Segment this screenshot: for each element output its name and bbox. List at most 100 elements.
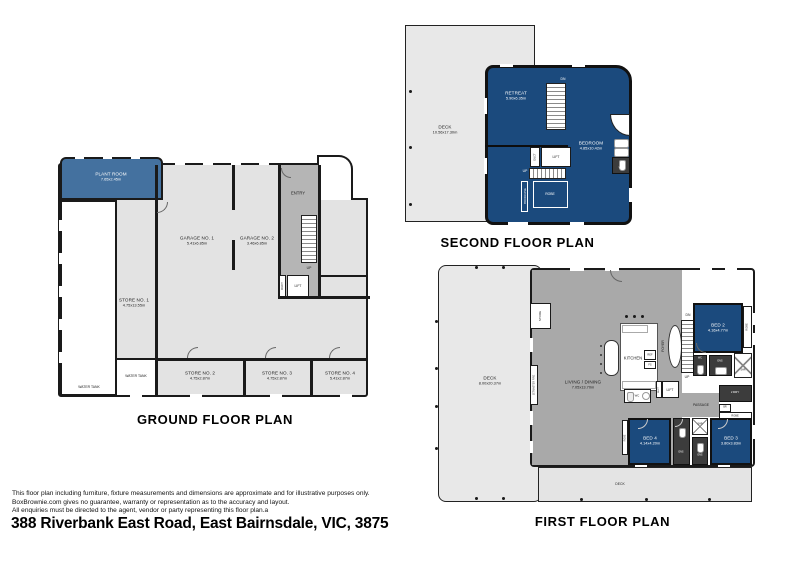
post-dot xyxy=(435,367,438,370)
window-tick xyxy=(59,253,62,264)
wall xyxy=(318,165,321,298)
ens-label: ENS xyxy=(678,450,684,454)
second-stairs-up xyxy=(529,168,566,179)
robe-label: ROBE xyxy=(745,323,749,331)
wall xyxy=(155,165,158,358)
up-label: UP xyxy=(306,265,312,270)
property-address: 388 Riverbank East Road, East Bairnsdale… xyxy=(11,515,389,532)
fs-label: FS xyxy=(648,363,652,367)
water-tank-column-label: WATER TANK xyxy=(78,384,100,389)
store-label: STORE xyxy=(538,310,542,322)
toilet-icon xyxy=(627,392,634,402)
window-tick xyxy=(59,319,62,330)
post-dot xyxy=(645,498,648,501)
bed-2-shower xyxy=(734,353,752,378)
post-dot xyxy=(708,498,711,501)
living-dining-label: LIVING / DINING 7.05x13.70m xyxy=(564,379,602,390)
window-tick xyxy=(259,162,269,165)
window-tick xyxy=(340,394,352,397)
window-tick xyxy=(530,411,533,425)
stool-dot xyxy=(600,363,602,365)
post-dot xyxy=(409,90,412,93)
duct-label: DUCT xyxy=(280,282,284,290)
kitchen-island xyxy=(604,340,619,376)
first-floor-title: FIRST FLOOR PLAN xyxy=(534,514,671,529)
first-lift xyxy=(662,381,679,398)
garage-2-label: GARAGE NO. 2 3.46x6.85m xyxy=(239,235,275,246)
duct-label: DUCT xyxy=(658,386,660,394)
second-basin xyxy=(614,139,629,148)
window-tick xyxy=(231,162,241,165)
lift-label: LIFT xyxy=(552,154,560,159)
window-tick xyxy=(75,156,84,159)
wall xyxy=(318,275,368,277)
window-tick xyxy=(190,394,202,397)
robe-label: ROBE xyxy=(623,434,627,442)
ref-label: REF xyxy=(647,353,653,357)
wc-label: WC xyxy=(618,165,624,170)
bed-3-label: BED 3 3.80x3.83m xyxy=(720,435,742,446)
first-deck-bottom xyxy=(538,467,752,502)
first-deck xyxy=(438,265,542,502)
window-tick xyxy=(605,268,619,271)
kitchen-counter xyxy=(622,325,648,333)
window-tick xyxy=(508,222,528,225)
window-tick xyxy=(500,64,513,67)
wall xyxy=(232,240,235,270)
pendant-dot xyxy=(633,315,636,318)
window-tick xyxy=(752,333,755,345)
toilet-icon xyxy=(619,160,626,171)
fridge xyxy=(644,350,656,360)
wall xyxy=(278,296,370,299)
stool-dot xyxy=(600,345,602,347)
wc-label: WC xyxy=(698,356,702,360)
plant-room-label: PLANT ROOM 7.65x2.45m xyxy=(95,171,127,182)
shared-shower xyxy=(692,418,708,435)
wall xyxy=(310,358,313,397)
pendant-dot xyxy=(641,315,644,318)
ground-duct xyxy=(279,275,286,297)
disclaimer-line-3: All enquiries must be directed to the ag… xyxy=(12,507,269,515)
ens-label: ENS xyxy=(697,453,703,457)
br-room xyxy=(719,404,731,412)
retreat-label: RETREAT 5.90x6.35m xyxy=(505,90,527,101)
post-dot xyxy=(502,497,505,500)
window-tick xyxy=(752,313,755,325)
water-tank-room xyxy=(117,360,155,395)
window-tick xyxy=(530,338,533,352)
first-floor-plan: DECK 8.00x20.37m LIVING / DINING 7.05x13… xyxy=(430,253,780,543)
second-floor-title: SECOND FLOOR PLAN xyxy=(440,235,595,250)
window-tick xyxy=(203,162,213,165)
plant-room xyxy=(60,157,163,200)
bed-4-room xyxy=(628,418,671,465)
duct-label: DUCT xyxy=(533,153,537,161)
lift-label: LIFT xyxy=(294,283,302,288)
second-stairs-down xyxy=(546,83,566,130)
br-label: BR xyxy=(723,405,727,409)
ground-floor-plan: PLANT ROOM 7.65x2.45m WATER TANK GARAGE … xyxy=(55,150,375,440)
window-tick xyxy=(131,156,140,159)
basin-icon xyxy=(715,367,727,375)
entry-label: ENTRY xyxy=(290,190,306,196)
kitchen-counter xyxy=(622,381,656,389)
window-tick xyxy=(130,394,142,397)
wall xyxy=(115,358,368,361)
ens-label: ENS xyxy=(717,359,723,363)
toilet-icon xyxy=(679,428,686,438)
foyer-feature xyxy=(668,325,682,368)
window-tick xyxy=(59,220,62,231)
jetmaster-fire xyxy=(530,365,538,405)
disclaimer: This floor plan including furniture, fix… xyxy=(12,490,370,516)
bed-4-robe xyxy=(622,420,628,455)
ground-floor-title: GROUND FLOOR PLAN xyxy=(136,412,294,427)
post-dot xyxy=(435,320,438,323)
store-2-label: STORE NO. 2 4.75x2.87m xyxy=(184,370,216,381)
door-arc xyxy=(329,347,340,358)
first-duct xyxy=(656,381,662,398)
window-tick xyxy=(175,162,185,165)
post-dot xyxy=(475,266,478,269)
second-basin xyxy=(614,148,629,157)
up-label: UP xyxy=(684,374,690,379)
bed-2-label: BED 2 4.16x4.77m xyxy=(707,322,729,333)
first-deck-label: DECK 8.00x20.37m xyxy=(478,375,502,386)
